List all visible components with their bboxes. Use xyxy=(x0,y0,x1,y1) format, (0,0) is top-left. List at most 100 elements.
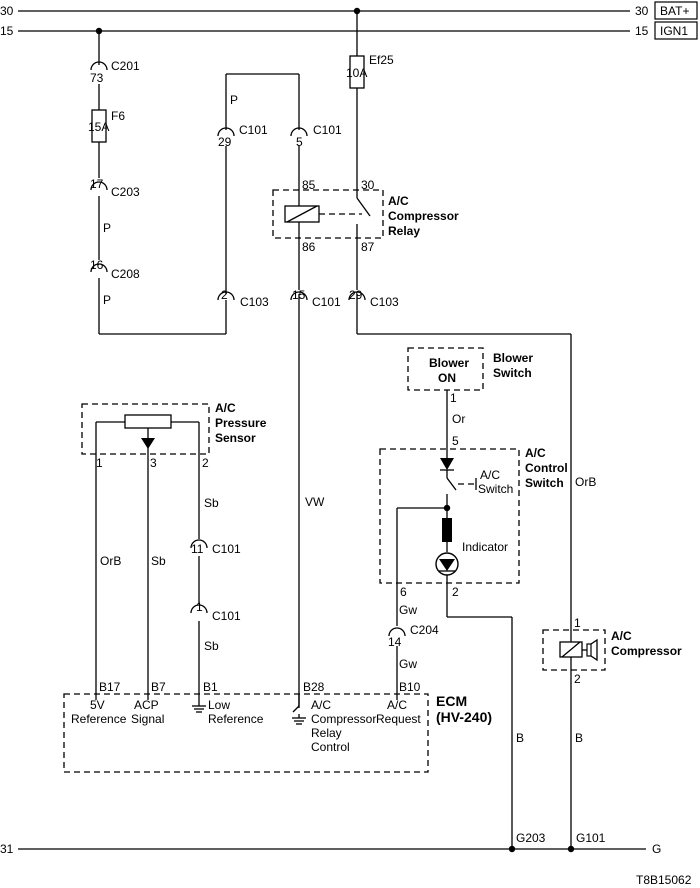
connector-c101-pin: 5 xyxy=(296,135,303,149)
fuse-ef25-rating: 10A xyxy=(346,66,367,80)
ecm-title-l1: ECM xyxy=(436,693,467,709)
rail-ign-name: IGN1 xyxy=(660,24,688,38)
rail-ground-left-label: 31 xyxy=(0,842,14,856)
control-switch-pin-5: 5 xyxy=(452,434,459,448)
connector-c203-name: C203 xyxy=(111,185,140,199)
rail-ground-right-label: G xyxy=(652,842,661,856)
rail-ign-tag xyxy=(654,21,698,40)
ground-g101: G101 xyxy=(576,831,606,845)
ecm-pin-b28: B28 xyxy=(303,680,325,694)
connector-c201-name: C201 xyxy=(111,59,140,73)
diode-symbol xyxy=(440,458,454,470)
rail-bat-left-label: 30 xyxy=(0,4,14,18)
relay-title-l3: Relay xyxy=(388,224,420,238)
connector-c101-pin: 11 xyxy=(191,542,204,556)
relay-pin-85: 85 xyxy=(302,178,316,192)
connector-c101-name: C101 xyxy=(239,123,268,137)
connector-c201-symbol xyxy=(90,61,108,71)
connector-c203-symbol xyxy=(90,181,108,191)
connector-c103-name: C103 xyxy=(240,295,269,309)
blower-box-l1: Blower xyxy=(429,356,469,370)
ac-request-wire: Gw 14 C204 Gw xyxy=(388,583,439,694)
relay-title-l2: Compressor xyxy=(388,209,459,223)
connector-c101-name: C101 xyxy=(212,609,241,623)
blower-title-l1: Blower xyxy=(493,351,533,365)
wire-label-sb: Sb xyxy=(204,639,219,653)
wire-label-p: P xyxy=(103,221,111,235)
ac-switch-label-l1: A/C xyxy=(480,468,500,482)
ecm-label-relay-l1: A/C xyxy=(311,698,331,712)
ecm-label-relay-l4: Control xyxy=(311,740,350,754)
ac-switch-label-l2: Switch xyxy=(478,482,513,496)
wire-label-b: B xyxy=(575,731,583,745)
ecm-label-relay-l3: Relay xyxy=(311,726,342,740)
wire-label-sb: Sb xyxy=(204,496,219,510)
ecm-title-l2: (HV-240) xyxy=(436,709,492,725)
connector-c103-pin: 2 xyxy=(221,288,228,302)
connector-c204-pin: 14 xyxy=(388,635,402,649)
rail-ign-right-label: 15 xyxy=(635,24,649,38)
rail-ground: 31 G xyxy=(0,842,661,856)
fuse-ef25-name: Ef25 xyxy=(369,53,394,67)
pressure-sensor-box xyxy=(81,403,210,455)
fuse-f6-name: F6 xyxy=(111,109,125,123)
ac-compressor-relay: 85 30 86 87 A/C Compressor Relay xyxy=(272,178,459,254)
compressor-box xyxy=(542,629,606,671)
ecm-box xyxy=(63,693,429,773)
wire-label-orb: OrB xyxy=(100,554,121,568)
pressure-sensor-pin-3: 3 xyxy=(150,456,157,470)
rail-bat: 30 30 BAT+ xyxy=(0,1,698,20)
ecm-pin-b7: B7 xyxy=(151,680,166,694)
ecm-label-low-l2: Reference xyxy=(208,712,264,726)
connector-c204-name: C204 xyxy=(410,623,439,637)
blower-title-l2: Switch xyxy=(493,366,532,380)
pressure-sensor-title-l1: A/C xyxy=(215,401,236,415)
blower-box-l2: ON xyxy=(438,371,456,385)
connector-c103-symbol xyxy=(348,291,366,301)
control-switch-pin-6: 6 xyxy=(400,585,407,599)
relay-coil-circuit: 2 C103 29 C101 P 5 C101 xyxy=(217,73,342,334)
connector-c101-symbol xyxy=(290,291,308,301)
ecm-label-acp-l2: Signal xyxy=(131,712,164,726)
connector-c101-name: C101 xyxy=(312,295,341,309)
indicator-resistor xyxy=(442,518,452,542)
blower-pin-1: 1 xyxy=(450,391,457,405)
connector-c208-pin: 16 xyxy=(90,258,104,272)
ac-compressor: 1 2 A/C Compressor B G101 xyxy=(542,616,682,853)
rail-ign-left-label: 15 xyxy=(0,24,14,38)
pressure-sensor-title-l2: Pressure xyxy=(215,416,267,430)
rail-ign: 15 15 IGN1 xyxy=(0,21,698,40)
ecm-label-5v-l1: 5V xyxy=(90,698,105,712)
connector-c103-name: C103 xyxy=(370,295,399,309)
relay-housing xyxy=(272,189,384,239)
connector-c103-pin: 29 xyxy=(349,288,363,302)
ac-pressure-sensor: A/C Pressure Sensor 1 3 2 OrB Sb Sb 11 C… xyxy=(81,401,267,694)
wire-label-sb: Sb xyxy=(151,554,166,568)
compressor-title-l1: A/C xyxy=(611,629,632,643)
pressure-sensor-title-l3: Sensor xyxy=(215,431,256,445)
led-diode-symbol xyxy=(439,559,455,571)
wire-label-orb: OrB xyxy=(575,475,596,489)
pressure-sensor-pin-2: 2 xyxy=(202,456,209,470)
control-switch-pin-2: 2 xyxy=(452,585,459,599)
blower-switch-box xyxy=(407,347,484,391)
indicator-label: Indicator xyxy=(462,540,508,554)
connector-c101-symbol xyxy=(290,127,308,137)
compressor-pin-1: 1 xyxy=(574,616,581,630)
wire-label-b: B xyxy=(516,731,524,745)
control-switch-title-l1: A/C xyxy=(525,446,546,460)
connector-c101-symbol xyxy=(190,539,208,549)
connector-c101-symbol xyxy=(190,604,208,614)
ecm-label-low-l1: Low xyxy=(208,698,230,712)
indicator-ground-wire: B G203 xyxy=(446,583,546,853)
ac-control-switch: A/C Control Switch 5 A/C Switch Indicato… xyxy=(379,434,568,599)
relay-outputs: 1 5 C101 VW 29 C103 OrB xyxy=(290,238,596,708)
connector-c201-pin: 73 xyxy=(90,71,104,85)
wire-label-vw: VW xyxy=(305,495,325,509)
control-switch-box xyxy=(379,448,520,584)
ecm-pin-b17: B17 xyxy=(99,680,121,694)
connector-c208-name: C208 xyxy=(111,267,140,281)
pressure-sensor-pin-1: 1 xyxy=(96,456,103,470)
connector-c101-pin: 1 xyxy=(196,600,203,614)
connector-c208-symbol xyxy=(90,263,108,273)
